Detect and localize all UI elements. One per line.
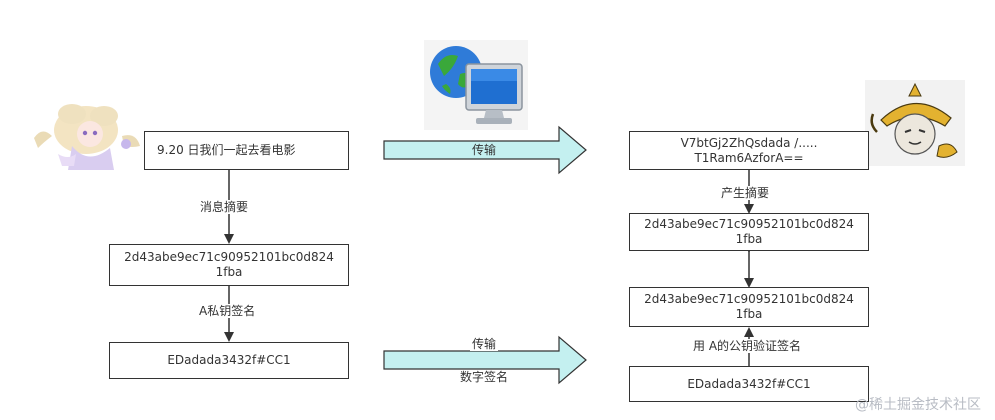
transfer-top-label: 传输 <box>472 143 497 157</box>
cartoon-character-avatar-icon <box>865 80 965 166</box>
left-digest-box: 2d43abe9ec71c90952101bc0d824 1fba <box>109 244 349 286</box>
right-digest-top-box: 2d43abe9ec71c90952101bc0d824 1fba <box>629 213 869 251</box>
message-digest-label: 消息摘要 <box>198 200 251 214</box>
transfer-arrow-top <box>383 125 587 175</box>
generate-digest-label: 产生摘要 <box>719 186 772 200</box>
digital-signature-label: 数字签名 <box>458 370 511 384</box>
plain-message-box: 9.20 日我们一起去看电影 <box>144 131 349 170</box>
private-key-sign-label: A私钥签名 <box>197 304 258 318</box>
public-key-verify-label: 用 A的公钥验证签名 <box>691 339 804 353</box>
anime-girl-avatar-icon <box>34 104 140 170</box>
ciphertext-box: V7btGj2ZhQsdada /..... T1Ram6AzforA== <box>629 131 869 170</box>
right-digest-bottom-box: 2d43abe9ec71c90952101bc0d824 1fba <box>629 287 869 327</box>
transfer-bottom-label: 传输 <box>470 337 499 351</box>
right-signature-box: EDadada3432f#CC1 <box>629 366 869 402</box>
watermark-text: @稀土掘金技术社区 <box>855 397 981 413</box>
globe-monitor-icon <box>424 40 528 130</box>
left-signature-box: EDadada3432f#CC1 <box>109 342 349 379</box>
transfer-arrow-bottom <box>383 335 587 385</box>
